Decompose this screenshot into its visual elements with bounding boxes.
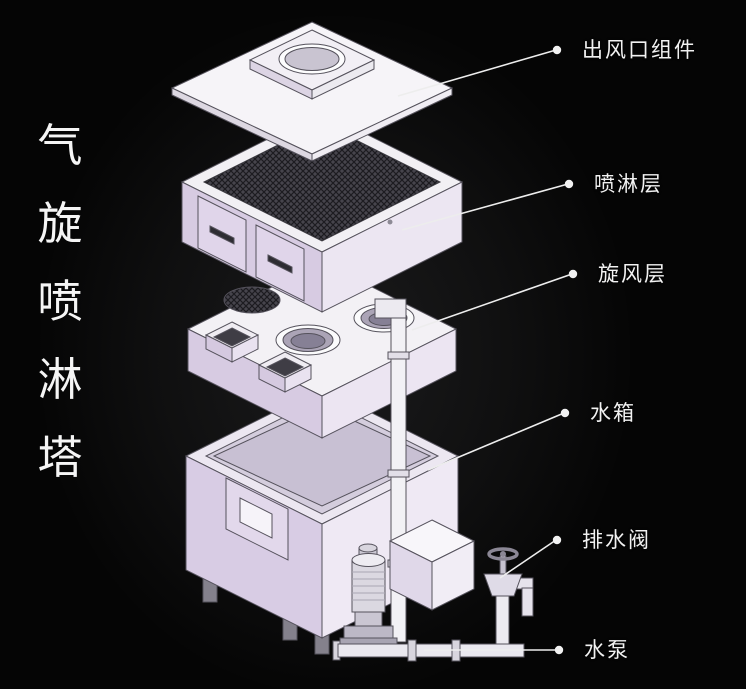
electrical-box: [388, 519, 476, 611]
spray-layer-drawing: [180, 111, 464, 313]
leader-dots: [552, 45, 578, 655]
label-drain-valve: 排水阀: [582, 528, 651, 552]
label-spray-layer: 喷淋层: [594, 172, 663, 196]
title-char: 喷: [37, 277, 83, 327]
label-outlet-assembly: 出风口组件: [582, 38, 697, 62]
title-char: 塔: [37, 433, 83, 483]
title-char: 淋: [37, 355, 83, 405]
cyclone-layer-drawing: [186, 261, 458, 439]
label-cyclone-layer: 旋风层: [598, 262, 667, 286]
label-water-pump: 水泵: [584, 638, 630, 662]
demister-mesh: [202, 122, 442, 242]
leader-lines: [397, 45, 578, 655]
product-title-vertical: 气 旋 喷 淋 塔: [36, 124, 84, 481]
title-char: 气: [37, 121, 83, 171]
label-water-tank: 水箱: [590, 401, 636, 425]
title-char: 旋: [37, 199, 83, 249]
valve-handwheel: [487, 547, 519, 561]
outlet-assembly-drawing: [170, 21, 454, 162]
